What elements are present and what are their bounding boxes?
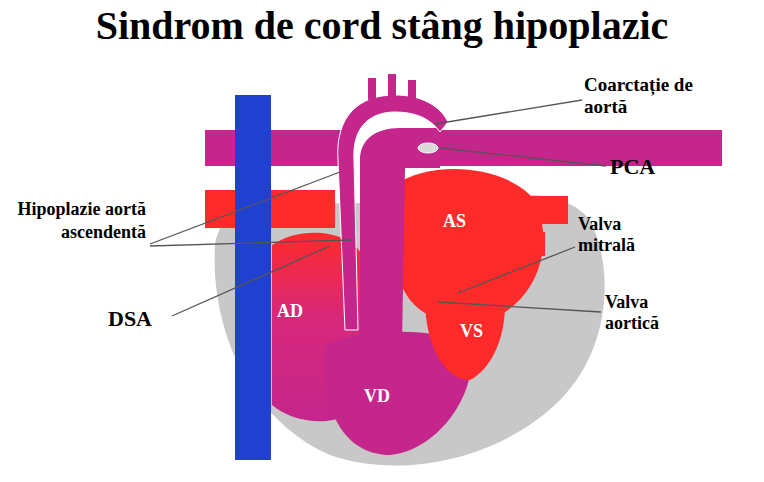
chamber-label: VS [460,321,483,342]
chamber-label: AD [277,301,303,322]
callout-label: Coarctație de aortă [584,74,704,118]
callout-label: Valva mitrală [578,214,668,255]
callout-label: Valva aortică [605,292,695,333]
callout-label: Hipoplazie aortă ascendentă [6,198,146,245]
chamber-label: AS [443,211,466,232]
diagram-title: Sindrom de cord stâng hipoplazic [0,4,764,48]
callout-label: PCA [610,154,655,179]
chamber-label: VD [364,386,390,407]
callout-label: DSA [108,306,152,331]
